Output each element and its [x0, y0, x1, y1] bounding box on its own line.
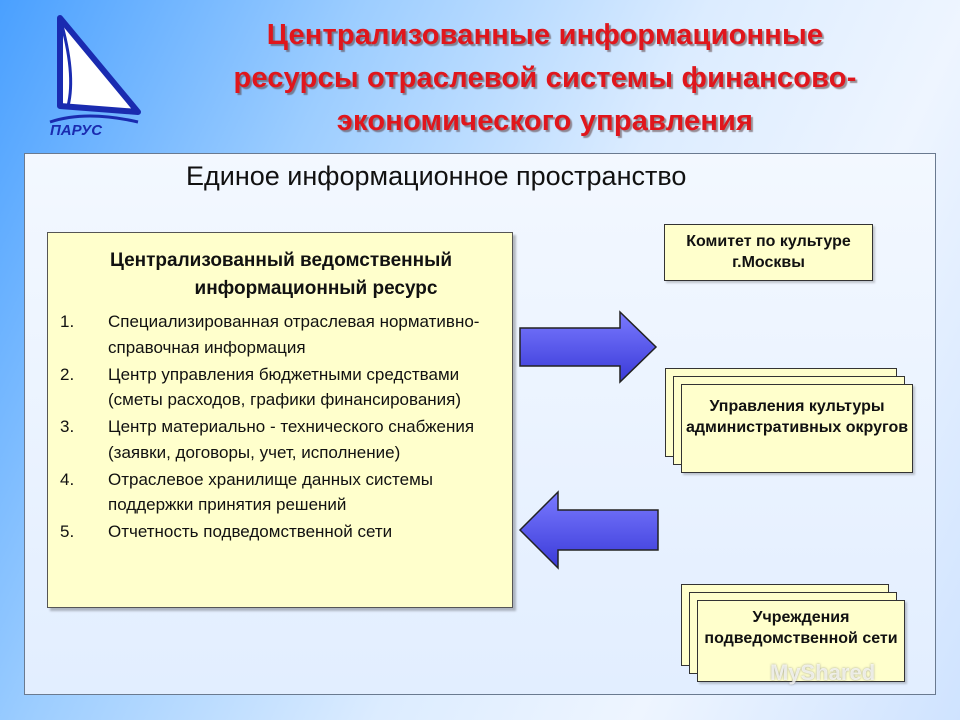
- resource-list: 1. Специализированная отраслевая норматив…: [60, 309, 504, 546]
- list-item-number: 3.: [60, 417, 75, 436]
- institutions-label: Учреждения подведомственной сети: [704, 609, 898, 647]
- committee-card: Комитет по культуре г.Москвы: [664, 224, 873, 281]
- left-arrow-icon: [518, 490, 659, 570]
- centralized-resource-box: Централизованный ведомственный информаци…: [47, 232, 513, 608]
- list-item-number: 5.: [60, 522, 75, 541]
- institutions-card: Учреждения подведомственной сети: [697, 600, 905, 682]
- list-item: 3. Центр материально - технического снабж…: [60, 414, 504, 465]
- districts-label: Управления культуры административных окр…: [685, 398, 909, 436]
- list-item: 2. Центр управления бюджетными средствами…: [60, 362, 504, 413]
- committee-label: Комитет по культуре г.Москвы: [686, 233, 851, 271]
- title-line-3: экономического управления: [336, 105, 754, 137]
- watermark: MyShared: [770, 660, 876, 685]
- list-item-text: Центр управления бюджетными средствами (…: [108, 364, 462, 410]
- list-item: 1. Специализированная отраслевая норматив…: [60, 309, 504, 360]
- title-line-2: ресурсы отраслевой системы финансово-: [233, 62, 857, 94]
- districts-card: Управления культуры административных окр…: [681, 384, 913, 473]
- list-item-number: 4.: [60, 469, 75, 489]
- list-item-number: 1.: [60, 312, 75, 331]
- list-item: 5. Отчетность подведомственной сети: [60, 519, 504, 545]
- right-arrow-icon: [519, 310, 658, 384]
- logo-text: ПАРУС: [50, 122, 103, 138]
- parus-sail-logo-icon: ПАРУС: [49, 15, 141, 138]
- list-item-text: Центр материально - технического снабжен…: [108, 417, 475, 462]
- list-item-text: Отраслевое хранилище данных системы подд…: [108, 469, 433, 515]
- list-item: 4. Отраслевое хранилище данных системы по…: [60, 467, 504, 518]
- resource-title: Централизованный ведомственный информаци…: [48, 247, 514, 303]
- resource-title-line-2: информационный ресурс: [194, 278, 438, 299]
- list-item-number: 2.: [60, 364, 75, 384]
- list-item-text: Отчетность подведомственной сети: [108, 522, 393, 541]
- page-title: Централизованные информационные ресурсы …: [150, 14, 940, 143]
- list-item-text: Специализированная отраслевая нормативно…: [108, 312, 480, 357]
- title-line-1: Централизованные информационные: [266, 19, 824, 51]
- information-space-heading: Единое информационное пространство: [186, 161, 687, 191]
- resource-title-line-1: Централизованный ведомственный: [109, 250, 453, 271]
